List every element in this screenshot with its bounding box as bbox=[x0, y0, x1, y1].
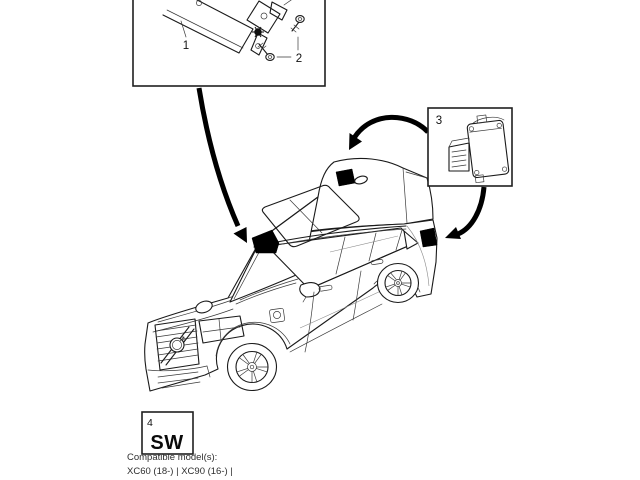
software-label: SW bbox=[150, 432, 183, 454]
rear-quarter-module-highlight bbox=[419, 227, 438, 248]
door-handle bbox=[318, 284, 333, 292]
bracket-illustration bbox=[246, 0, 292, 56]
part-box-1-frame bbox=[132, 0, 326, 87]
leader-line-1 bbox=[180, 20, 187, 38]
wiper-icon bbox=[235, 282, 297, 305]
part-box-3[interactable]: 3 bbox=[427, 107, 513, 187]
callout-3[interactable]: 3 bbox=[436, 115, 442, 127]
door-handle bbox=[370, 259, 384, 265]
rear-wheel bbox=[376, 262, 420, 304]
callout-2[interactable]: 2 bbox=[296, 53, 302, 65]
washer-icon bbox=[252, 26, 264, 38]
quarter-window bbox=[403, 230, 419, 250]
module-connector bbox=[448, 137, 470, 172]
front-wheel bbox=[226, 342, 278, 392]
callout-4[interactable]: 4 bbox=[147, 417, 153, 429]
curved-arrow-to-rear-roof-module bbox=[349, 114, 430, 150]
front-roof-module-highlight bbox=[251, 229, 280, 254]
compatible-models-label: Compatible model(s): bbox=[127, 452, 217, 463]
wheel-spokes bbox=[236, 351, 268, 383]
charge-port bbox=[269, 307, 285, 323]
software-part-box[interactable]: 4 SW bbox=[141, 411, 194, 455]
compatible-models-list: XC60 (18-) | XC90 (16-) | bbox=[127, 466, 233, 477]
sunroof bbox=[261, 184, 360, 248]
screw-icon bbox=[257, 42, 275, 61]
wheel-spokes bbox=[385, 270, 411, 296]
rear-roof-module-highlight bbox=[335, 168, 356, 187]
software-box-frame bbox=[141, 411, 194, 455]
callout-1[interactable]: 1 bbox=[183, 40, 189, 52]
front-grille bbox=[154, 318, 200, 371]
roof-antenna-fin bbox=[354, 175, 368, 185]
brand-logo-icon bbox=[169, 336, 185, 353]
curved-arrow-to-windshield-module bbox=[196, 87, 247, 243]
side-mirror bbox=[299, 282, 321, 298]
curved-arrow-to-rear-quarter-module bbox=[445, 186, 487, 239]
module-plate-illustration bbox=[162, 0, 254, 54]
screw-icon bbox=[290, 15, 305, 33]
control-module-illustration bbox=[448, 114, 510, 184]
door-seam bbox=[304, 291, 315, 353]
door-seam bbox=[352, 270, 362, 321]
front-bumper bbox=[147, 365, 211, 389]
part-box-1[interactable]: 1 2 bbox=[132, 0, 326, 87]
wiper-icon bbox=[239, 278, 299, 301]
far-mirror bbox=[195, 300, 213, 314]
suv-illustration bbox=[144, 157, 438, 392]
